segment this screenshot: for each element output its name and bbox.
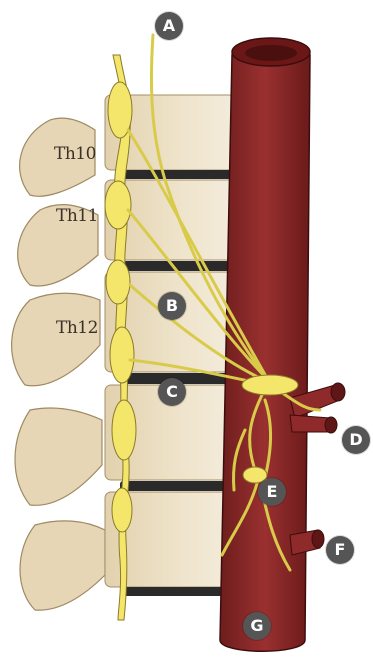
marker-c: C <box>158 378 186 406</box>
marker-g: G <box>243 612 271 640</box>
marker-f: F <box>326 536 354 564</box>
marker-a: A <box>155 12 183 40</box>
marker-b: B <box>158 292 186 320</box>
spinous-processes <box>12 118 105 610</box>
marker-e: E <box>258 478 286 506</box>
marker-d: D <box>342 426 370 454</box>
vertebra-label-th10: Th10 <box>54 144 96 164</box>
vertebra-label-th12: Th12 <box>56 318 98 338</box>
vertebra-label-th11: Th11 <box>56 206 98 226</box>
